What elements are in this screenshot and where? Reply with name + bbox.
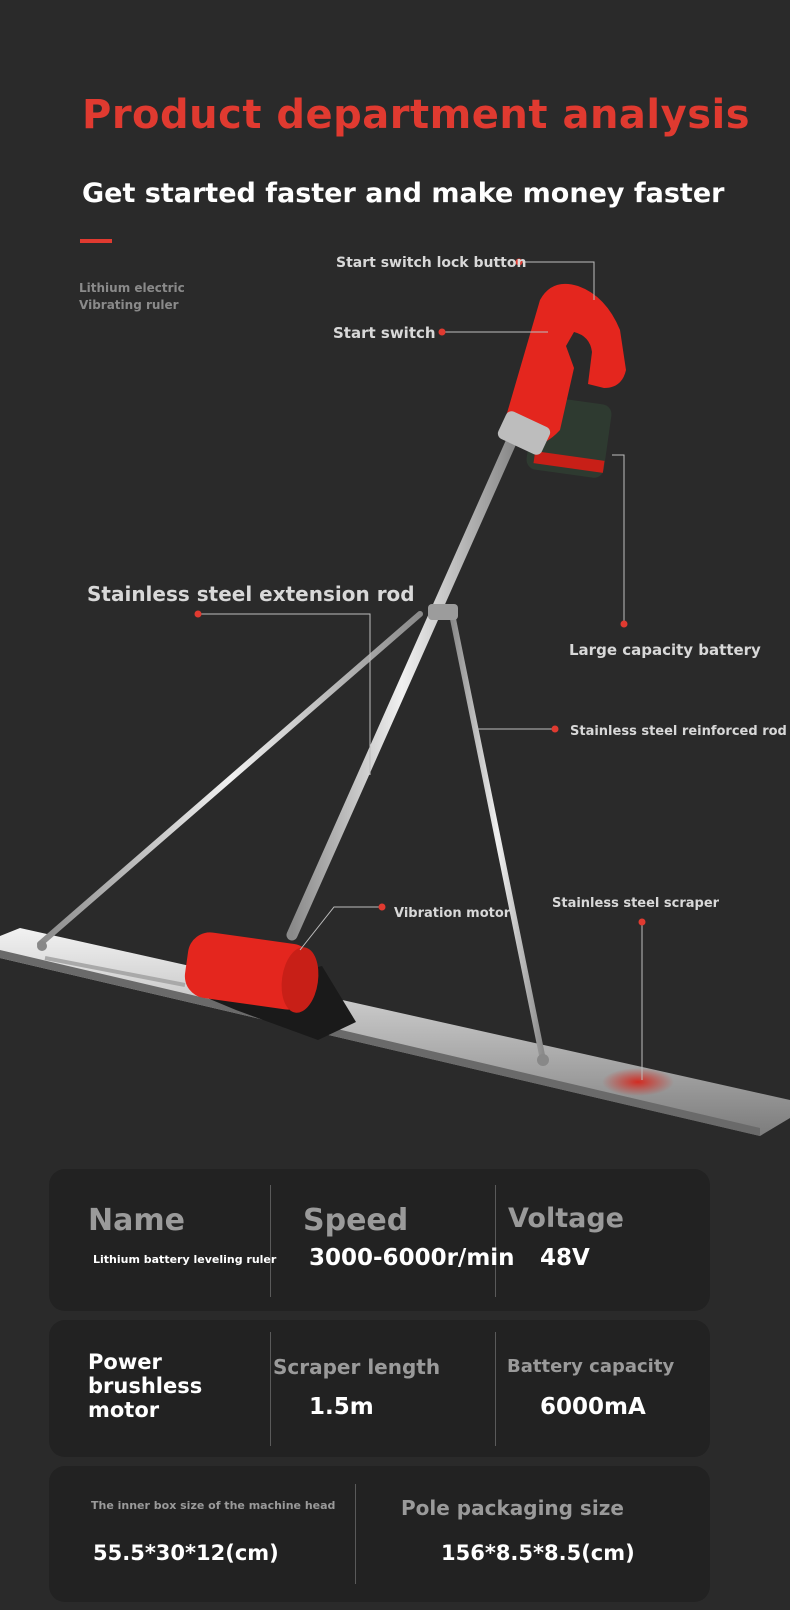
spec-power-motor: Power brushless motor [88, 1350, 202, 1422]
power-line-3: motor [88, 1398, 160, 1422]
extension-rod [286, 434, 518, 941]
spec-voltage-value: 48V [540, 1245, 590, 1271]
spec-box-value: 55.5*30*12(cm) [93, 1541, 279, 1565]
rod-clamp [428, 604, 458, 620]
spec-box-label: The inner box size of the machine head [91, 1499, 336, 1512]
brace-foot [37, 941, 47, 951]
spec-divider [270, 1332, 271, 1446]
spec-battery-value: 6000mA [540, 1394, 646, 1420]
spec-speed-label: Speed [303, 1203, 409, 1238]
callout-dots [194, 258, 646, 926]
spec-divider [495, 1332, 496, 1446]
callout-reinforced-rod: Stainless steel reinforced rod [570, 724, 787, 739]
spec-pole-value: 156*8.5*8.5(cm) [441, 1541, 635, 1565]
scraper-plate [0, 928, 790, 1136]
lower-brace-rod [44, 956, 186, 987]
spec-voltage-label: Voltage [508, 1203, 624, 1234]
product-illustration [0, 258, 790, 1136]
brand-line-1: Lithium electric [79, 281, 185, 295]
left-brace-rod [37, 611, 423, 947]
callout-extension-rod: Stainless steel extension rod [87, 582, 415, 606]
callout-lock-button: Start switch lock button [336, 255, 527, 271]
spec-name-label: Name [88, 1203, 185, 1238]
spec-card-basic: Name Lithium battery leveling ruler Spee… [49, 1169, 710, 1311]
spec-battery-label: Battery capacity [507, 1356, 675, 1377]
callout-vibration-motor: Vibration motor [394, 906, 511, 921]
rod-foot [537, 1054, 549, 1066]
callout-scraper: Stainless steel scraper [552, 896, 720, 911]
spec-name-value: Lithium battery leveling ruler [93, 1253, 277, 1266]
power-line-2: brushless [88, 1374, 203, 1398]
page-title: Product department analysis [82, 92, 751, 138]
spec-scraper-label: Scraper length [273, 1355, 441, 1379]
page-subtitle: Get started faster and make money faster [82, 178, 725, 209]
brand-caption: Lithium electric Vibrating ruler [79, 280, 185, 314]
brand-line-2: Vibrating ruler [79, 298, 179, 312]
spec-card-motor: Power brushless motor Scraper length 1.5… [49, 1320, 710, 1457]
spec-divider [495, 1185, 496, 1297]
callout-leaders [198, 261, 643, 1080]
reinforced-rod [449, 611, 546, 1063]
spec-divider [270, 1185, 271, 1297]
vibration-motor-body [184, 932, 356, 1040]
spec-pole-label: Pole packaging size [401, 1496, 624, 1520]
spec-scraper-value: 1.5m [309, 1394, 374, 1420]
spec-divider [355, 1484, 356, 1584]
power-line-1: Power [88, 1350, 162, 1374]
callout-battery: Large capacity battery [569, 641, 761, 659]
title-underline [80, 239, 112, 243]
callout-start-switch: Start switch [333, 324, 436, 342]
handle-assembly [497, 283, 626, 478]
spec-speed-value: 3000-6000r/min [309, 1245, 515, 1271]
spec-card-packaging: The inner box size of the machine head 5… [49, 1466, 710, 1602]
